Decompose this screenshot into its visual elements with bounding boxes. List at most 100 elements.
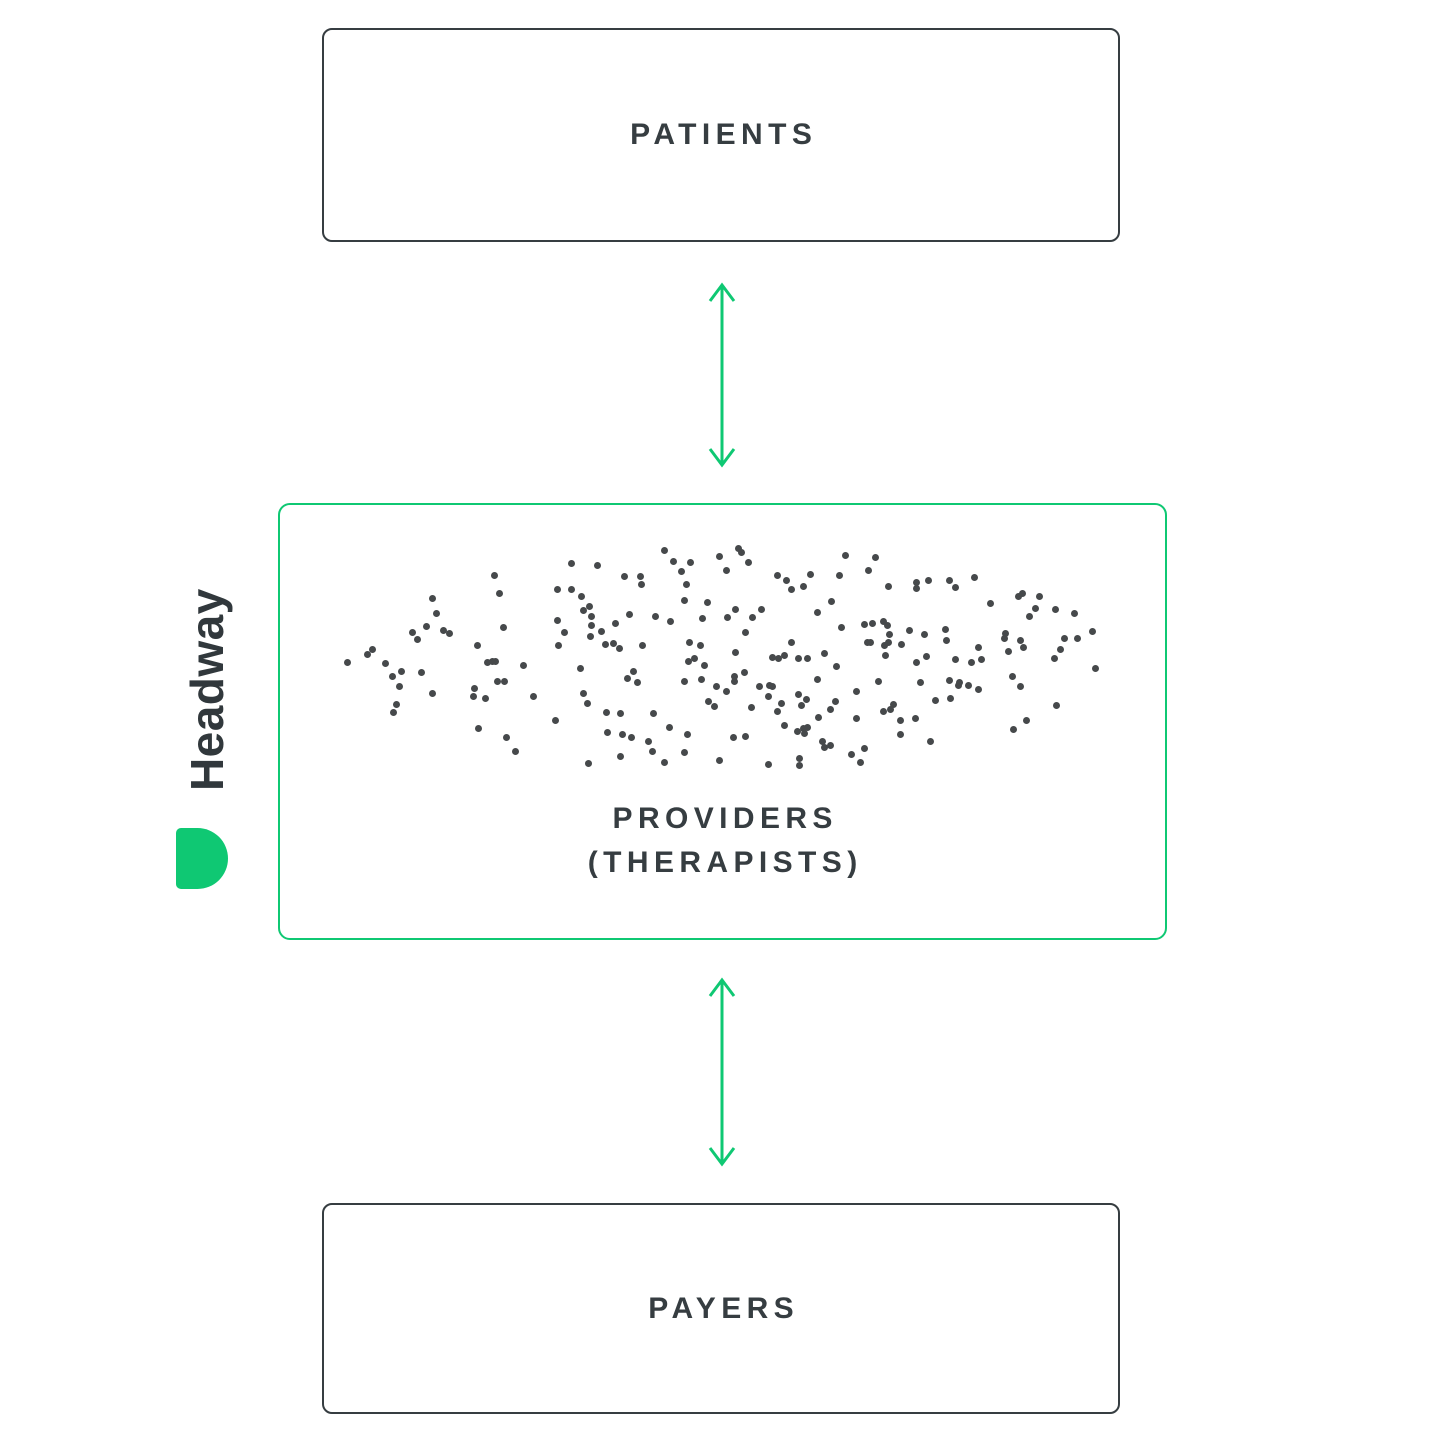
provider-dot — [787, 638, 795, 646]
provider-dot — [826, 742, 834, 750]
provider-dot — [1000, 635, 1008, 642]
provider-dot — [644, 738, 652, 746]
patients-providers-arrow — [702, 281, 742, 469]
provider-dot — [397, 667, 405, 675]
patients-label: PATIENTS — [630, 118, 818, 151]
provider-dot — [731, 605, 739, 613]
provider-dot — [945, 676, 953, 684]
provider-dot — [369, 645, 377, 653]
provider-dot — [722, 566, 730, 574]
provider-dot — [579, 689, 587, 697]
provider-dot — [699, 614, 707, 622]
provider-dot — [864, 638, 872, 646]
provider-dot — [433, 610, 441, 618]
provider-dot — [780, 721, 788, 729]
provider-dot — [1074, 635, 1082, 643]
provider-dot — [795, 690, 803, 698]
provider-dot — [519, 661, 527, 669]
provider-dot — [768, 653, 776, 661]
providers-label-line1: PROVIDERS — [612, 802, 838, 835]
provider-dot — [741, 628, 749, 636]
provider-dot — [494, 678, 501, 685]
provider-dot — [471, 684, 479, 692]
provider-dot — [343, 658, 351, 666]
provider-dot — [765, 693, 773, 700]
provider-dot — [364, 651, 372, 659]
provider-dot — [788, 585, 796, 593]
provider-dot — [965, 681, 973, 689]
provider-dot — [942, 625, 950, 633]
provider-dot — [882, 651, 889, 659]
headway-wordmark: Headway — [181, 588, 233, 792]
provider-dot — [975, 643, 983, 651]
provider-dot — [681, 677, 689, 685]
provider-dot — [885, 638, 893, 646]
provider-dot — [724, 614, 732, 622]
provider-dot — [1016, 637, 1024, 645]
provider-dot — [603, 728, 611, 736]
provider-dot — [501, 677, 509, 685]
provider-dot — [625, 611, 633, 619]
provider-dot — [842, 551, 849, 559]
provider-dot — [1050, 655, 1058, 663]
provider-dot — [639, 642, 646, 650]
provider-dot — [680, 596, 688, 604]
provider-dot — [887, 705, 895, 713]
provider-dot — [388, 673, 396, 680]
patients-box: PATIENTS — [322, 28, 1120, 242]
provider-dot — [584, 699, 592, 707]
provider-dot — [568, 559, 576, 567]
provider-dot — [684, 658, 692, 666]
provider-dot — [886, 630, 894, 638]
provider-dot — [1004, 648, 1012, 656]
provider-dot — [913, 578, 921, 586]
provider-dot — [1016, 683, 1024, 691]
provider-dot — [637, 572, 645, 580]
provider-dot — [661, 547, 668, 555]
provider-dot — [898, 641, 905, 649]
provider-dot — [648, 747, 656, 755]
provider-dot — [628, 733, 636, 741]
provider-dot — [585, 602, 593, 610]
provider-dot — [602, 708, 610, 716]
provider-dot — [757, 605, 765, 613]
provider-dot — [951, 584, 959, 592]
provider-dot — [630, 668, 638, 675]
provider-dot — [826, 706, 834, 714]
provider-dot — [666, 723, 674, 731]
provider-dot — [827, 597, 835, 605]
provider-dot — [913, 658, 921, 666]
provider-dot — [1020, 643, 1028, 651]
provider-dot — [741, 668, 749, 676]
provider-dot — [585, 760, 593, 767]
provider-dot — [946, 694, 954, 702]
provider-dot — [711, 703, 718, 711]
providers-box: PROVIDERS (THERAPISTS) — [278, 503, 1167, 940]
provider-dot — [920, 630, 928, 638]
provider-dot — [865, 567, 873, 575]
provider-dot — [748, 703, 756, 711]
provider-dot — [731, 677, 739, 685]
providers-label: PROVIDERS (THERAPISTS) — [280, 797, 1165, 885]
provider-dot — [1022, 717, 1030, 725]
provider-dot — [667, 617, 675, 625]
provider-dot — [956, 678, 963, 686]
provider-dot — [703, 598, 711, 606]
provider-dot — [968, 658, 976, 666]
provider-dot — [799, 583, 807, 591]
provider-dot — [650, 709, 658, 717]
provider-dot — [806, 570, 814, 578]
provider-dot — [715, 553, 723, 561]
provider-dot — [971, 574, 979, 581]
provider-dot — [896, 717, 904, 725]
headway-logo-icon — [176, 828, 228, 889]
provider-dot — [884, 621, 892, 629]
provider-dot — [491, 571, 499, 579]
provider-dot — [927, 738, 935, 746]
provider-dot — [836, 572, 844, 580]
provider-dot — [587, 613, 595, 621]
provider-dot — [974, 686, 982, 693]
provider-dot — [853, 715, 861, 723]
provider-dot — [580, 607, 588, 615]
